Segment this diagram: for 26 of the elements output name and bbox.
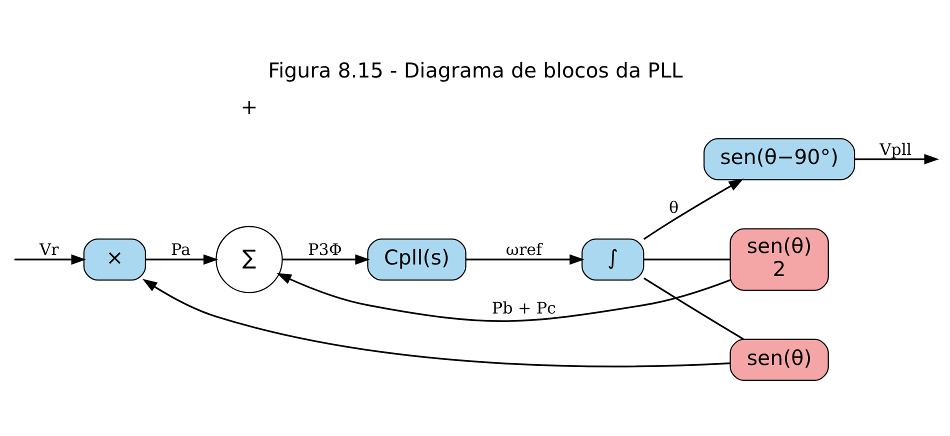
- arrow: [282, 254, 370, 264]
- edge-label: ωref: [505, 240, 542, 259]
- edge-label: Vpll: [879, 139, 912, 158]
- node-box: ∫: [581, 238, 644, 280]
- label: +: [240, 94, 258, 119]
- edge-label: Pa: [170, 240, 190, 259]
- arrow: [142, 278, 730, 367]
- connector: [643, 277, 744, 340]
- arrow: [642, 178, 744, 240]
- node-box: sen(θ) 2: [729, 228, 828, 290]
- arrow: [14, 254, 86, 264]
- arrow: [276, 272, 730, 322]
- node-circle: ∑: [215, 225, 282, 293]
- node-box: ×: [82, 238, 146, 280]
- edge-label: θ: [668, 198, 678, 217]
- connector: [643, 258, 730, 260]
- arrow: [465, 254, 584, 264]
- edge-label: P3Φ: [308, 240, 342, 259]
- node-box: Cpll(s): [366, 238, 466, 280]
- node-box: sen(θ−90°): [702, 138, 855, 180]
- diagram-title: Figura 8.15 - Diagrama de blocos da PLL: [268, 58, 682, 82]
- edge-label: Pb + Pc: [491, 298, 556, 317]
- arrow: [854, 154, 939, 164]
- node-box: sen(θ): [729, 338, 828, 380]
- arrow: [145, 254, 218, 264]
- edge-label: Vr: [39, 240, 58, 259]
